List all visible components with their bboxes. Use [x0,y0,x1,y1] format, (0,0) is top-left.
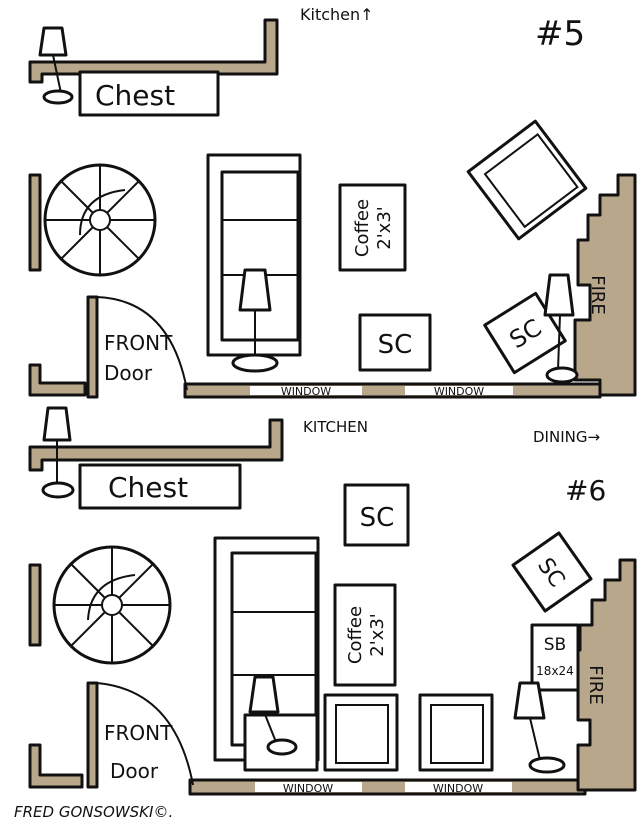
fireplace [573,173,637,397]
coffee-table [333,583,397,687]
lamp-icon [248,675,298,756]
sb-label: SB [544,635,566,655]
window-1 [250,386,362,395]
coffee-table [338,183,407,272]
coffee-size-label: 2'x3' [374,206,395,249]
lamp-icon [513,681,566,774]
lamp-icon [543,273,579,384]
front-label: FRONT [104,721,173,745]
door-swing [96,682,194,786]
sc-label: SC [378,330,413,360]
side-board [530,623,580,692]
bottom-wall [183,382,602,399]
lamp-icon [38,26,74,105]
plan-6: Chest FRONT Door SC Coffee 2'x3' [28,406,637,796]
armchair [466,119,588,241]
lamp-icon [41,406,75,499]
armchair [418,693,494,772]
side-chair [343,483,410,547]
chest [78,463,242,510]
top-wall [28,18,279,84]
round-rug [52,545,172,665]
plan-number: #5 [535,14,585,54]
chest-label: Chest [95,79,175,112]
bottom-left-wall [28,363,87,397]
dining-label: DINING→ [533,428,600,446]
door-jamb-wall [86,295,99,399]
sb-size-label: 18x24 [536,664,574,678]
top-wall [28,418,284,472]
chest [78,70,220,117]
door-label: Door [110,759,159,783]
window-label: WINDOW [433,782,483,795]
fireplace [576,558,637,792]
bottom-left-wall [28,743,84,789]
kitchen-label: KITCHEN [303,418,368,436]
door-swing [96,296,188,391]
plan-5: Chest FRONT Door Coffee 2'x3' [28,5,637,399]
window-1 [255,782,362,792]
window-label: WINDOW [434,385,484,398]
window-2 [405,386,513,395]
artist-signature: FRED GONSOWSKI©. [14,803,173,821]
fire-label: FIRE [587,275,608,315]
lamp-icon [231,268,279,373]
left-wall [28,563,42,647]
window-label: WINDOW [283,782,333,795]
kitchen-label: Kitchen↑ [300,5,374,24]
door-jamb-wall [86,681,99,789]
armchair [323,693,399,772]
window-label: WINDOW [281,385,331,398]
coffee-label: Coffee [352,199,373,257]
door-label: Door [104,361,153,385]
plan-number: #6 [565,474,606,507]
coffee-size-label: 2'x3' [367,613,388,656]
bottom-wall [188,778,587,796]
front-label: FRONT [104,331,173,355]
window-2 [405,782,512,792]
side-chair [358,313,432,372]
fire-label: FIRE [585,665,606,705]
coffee-label: Coffee [345,606,366,664]
chest-label: Chest [108,471,188,504]
side-chair-angled: SC [511,531,593,613]
left-wall [28,173,42,272]
sc-label: SC [360,503,395,533]
round-rug [43,163,157,277]
